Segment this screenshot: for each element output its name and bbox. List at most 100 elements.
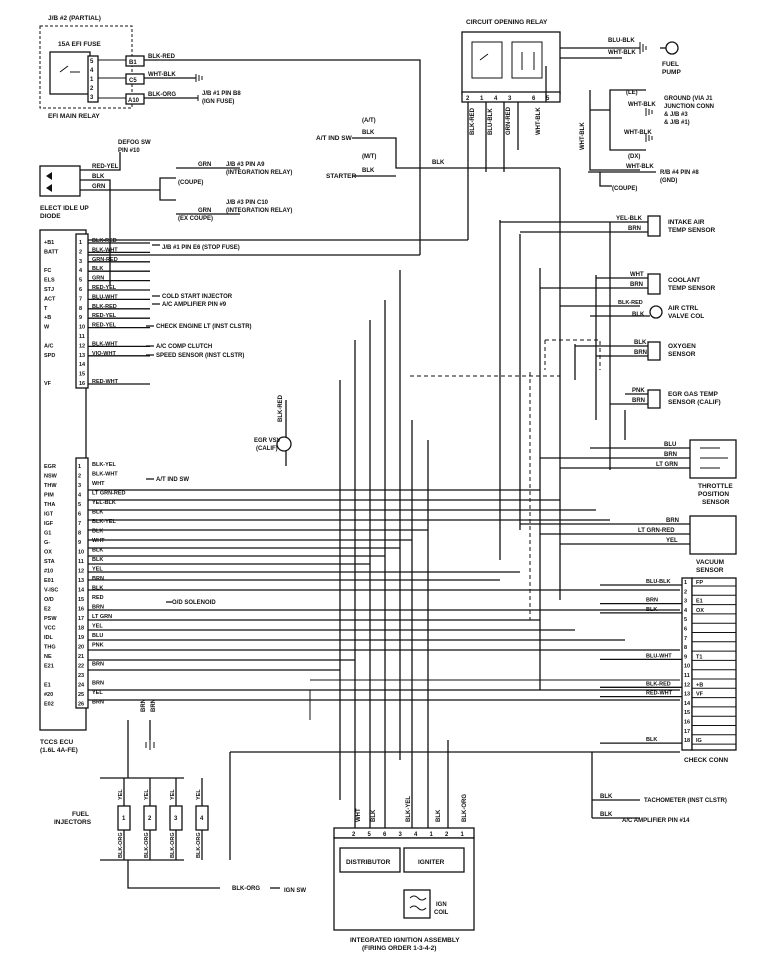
wire-label: BLK-ORG bbox=[462, 794, 468, 822]
ecu-pin-label: OX bbox=[44, 550, 52, 556]
ground-section: WHT-BLK (LE) WHT-BLK WHT-BLK (DX) GROUND… bbox=[580, 89, 714, 192]
sensor-label: OXYGEN bbox=[668, 343, 696, 350]
wire-label: BLU-BLK bbox=[488, 108, 494, 135]
ecu-pin-number: 21 bbox=[78, 654, 84, 660]
wire-label: BRN bbox=[151, 699, 157, 712]
ecu-pin-label: PSW bbox=[44, 616, 57, 622]
check-pin-number: 10 bbox=[684, 664, 690, 670]
wire-label: BLK bbox=[92, 174, 105, 180]
injector-4 bbox=[195, 805, 209, 831]
ecu-wire-label: BLK bbox=[92, 510, 103, 516]
ecu-wire-label: BLK-YEL bbox=[92, 519, 116, 525]
ecu-note: J/B #1 PIN E6 (STOP FUSE) bbox=[162, 245, 240, 251]
ecu-pin-number: 3 bbox=[78, 483, 81, 489]
ground-icon bbox=[195, 74, 203, 82]
ecu-pin-number: 7 bbox=[79, 296, 82, 302]
relay-pin: 4 bbox=[494, 96, 498, 102]
tach-note: TACHOMETER (INST CLSTR) bbox=[644, 798, 727, 804]
jb-note: J/B #3 PIN A9 bbox=[226, 162, 265, 168]
ecu-pin-number: 16 bbox=[78, 607, 84, 613]
ecu-wire-label: BLK-RED bbox=[92, 238, 117, 244]
relay-pin: 1 bbox=[90, 77, 94, 83]
ecu-pin-number: 23 bbox=[78, 673, 84, 679]
wire-label: BLK-ORG bbox=[118, 832, 124, 858]
ecu-wire-label: BLK bbox=[92, 529, 103, 535]
ecu-pin-label: A/C bbox=[44, 343, 54, 349]
ecu-wire-label: GRN-RED bbox=[92, 257, 118, 263]
ecu-pin-label: #10 bbox=[44, 569, 53, 575]
wire-label: WHT-BLK bbox=[626, 164, 654, 170]
check-pin-number: 8 bbox=[684, 645, 687, 651]
circuit-opening-relay: CIRCUIT OPENING RELAY 2 1 4 3 6 5 BLK-RE… bbox=[461, 19, 681, 240]
sensors: YEL-BLK BRN INTAKE AIR TEMP SENSOR WHT B… bbox=[500, 215, 737, 574]
sensor-label: TEMP SENSOR bbox=[668, 285, 716, 292]
ecu-pin-label: ELS bbox=[44, 278, 55, 284]
wire-blk-red bbox=[144, 59, 421, 255]
ecu-pin-number: 1 bbox=[79, 240, 82, 246]
wire-label: WHT bbox=[630, 272, 644, 278]
component-label: STARTER bbox=[326, 173, 357, 180]
ecu-pin-number: 12 bbox=[79, 343, 85, 349]
component-label: A/T IND SW bbox=[316, 135, 353, 142]
ecu-wire-label: PNK bbox=[92, 643, 104, 649]
ecu-pin-number: 16 bbox=[79, 381, 85, 387]
ecu-pin-number: 22 bbox=[78, 664, 84, 670]
ecu-wire-label: BRN bbox=[92, 605, 104, 611]
ecu-pin-label: FC bbox=[44, 268, 51, 274]
ecu-pin-label: NE bbox=[44, 654, 52, 660]
ecu-pin-number: 13 bbox=[79, 353, 85, 359]
ecu-pin-label: THA bbox=[44, 502, 55, 508]
ecu-pin-label: G1 bbox=[44, 531, 51, 537]
efi-fuse-label: 15A EFI FUSE bbox=[58, 41, 101, 48]
ecu-pin-number: 3 bbox=[79, 259, 82, 265]
distributor bbox=[339, 847, 401, 873]
diode-label: DIODE bbox=[40, 213, 61, 220]
relay-pin: 5 bbox=[546, 96, 550, 102]
ecu-wire-label: LT GRN bbox=[92, 614, 112, 620]
wire-label: LT GRN bbox=[656, 462, 678, 468]
ecu-pin-number: 11 bbox=[78, 559, 84, 565]
injector-number: 1 bbox=[122, 816, 126, 822]
ecu-pin-number: 18 bbox=[78, 626, 84, 632]
sensor-label: THROTTLE bbox=[698, 483, 733, 490]
ecu-note: EGR VSV bbox=[254, 438, 281, 444]
check-wire-label: BLU-BLK bbox=[646, 579, 670, 585]
defog-label: DEFOG SW bbox=[118, 140, 151, 146]
check-pin-label: FP bbox=[696, 580, 703, 586]
ecu-note: (CALIF) bbox=[256, 446, 278, 452]
variant-label: (M/T) bbox=[362, 154, 376, 160]
coil-label: COIL bbox=[434, 910, 449, 916]
ecu-pin-number: 10 bbox=[78, 550, 84, 556]
ecu-pin-label: E21 bbox=[44, 664, 54, 670]
wire-label: YEL bbox=[118, 789, 124, 800]
ecu-pin-number: 6 bbox=[79, 287, 82, 293]
check-pin-label: +B bbox=[696, 682, 703, 688]
jb-note: (IGN FUSE) bbox=[202, 99, 234, 105]
relay-pin: 5 bbox=[90, 59, 94, 65]
ecu-pin-label: EGR bbox=[44, 464, 56, 470]
ecu-wire-label: RED bbox=[92, 595, 104, 601]
check-pin-label: T1 bbox=[696, 654, 702, 660]
check-pin-number: 16 bbox=[684, 720, 690, 726]
check-pin-number: 18 bbox=[684, 738, 690, 744]
ecu-pin-number: 15 bbox=[78, 597, 84, 603]
ecu-pin-label: V-ISC bbox=[44, 588, 58, 594]
intake-air-temp-sensor bbox=[647, 215, 661, 237]
ecu-wire-label: BRN bbox=[92, 576, 104, 582]
wire-label: BLK-RED bbox=[470, 107, 476, 135]
coil-icon bbox=[409, 895, 427, 911]
ecu-pin-number: 2 bbox=[78, 474, 81, 480]
variant-label: (A/T) bbox=[362, 118, 376, 124]
sensor-label: TEMP SENSOR bbox=[668, 227, 716, 234]
ecu-pin-number: 13 bbox=[78, 578, 84, 584]
ground-note: R/B #4 PIN #8 bbox=[660, 170, 699, 176]
ground-note: (GND) bbox=[660, 178, 677, 184]
ecu-wire-label: VIO-WHT bbox=[92, 351, 116, 357]
wire-label: BLK bbox=[436, 809, 442, 822]
ecu-wire-label: BLU-WHT bbox=[92, 294, 118, 300]
wire-label: BLK-RED bbox=[278, 394, 284, 422]
idle-up-diode bbox=[39, 165, 81, 197]
ecu-pin-label: #20 bbox=[44, 692, 53, 698]
